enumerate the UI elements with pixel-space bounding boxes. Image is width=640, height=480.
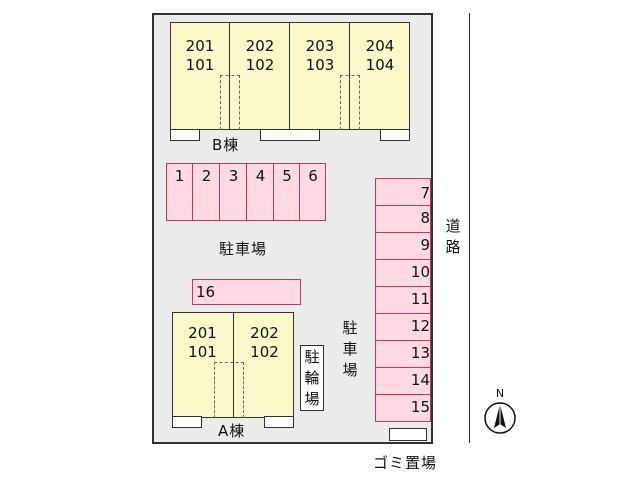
parking-divider xyxy=(219,163,220,221)
parking-column-right xyxy=(375,178,431,422)
bicycle-parking xyxy=(300,345,324,411)
building-a-unit-1[interactable]: 201 101 xyxy=(172,324,233,362)
building-b-unit-4[interactable]: 204 104 xyxy=(350,37,410,75)
stairwell-outline xyxy=(214,362,244,418)
parking-space-15[interactable]: 15 xyxy=(410,398,430,416)
building-b-unit-divider xyxy=(289,22,290,130)
stairwell-outline xyxy=(220,75,240,130)
parking-divider xyxy=(299,163,300,221)
garbage-area xyxy=(389,428,427,441)
parking-right-label: 駐 車 場 xyxy=(342,319,358,379)
building-b-unit-divider xyxy=(349,22,350,130)
building-b xyxy=(170,22,410,130)
unit-number-lower: 101 xyxy=(188,343,217,361)
building-b-unit-3[interactable]: 203 103 xyxy=(290,37,350,75)
parking-space-8[interactable]: 8 xyxy=(420,209,430,227)
parking-space-2[interactable]: 2 xyxy=(201,167,212,185)
parking-space-7[interactable]: 7 xyxy=(420,184,430,202)
unit-number-upper: 201 xyxy=(185,37,215,55)
parking-space-6[interactable]: 6 xyxy=(308,167,318,185)
parking-space-1[interactable]: 1 xyxy=(174,167,185,185)
parking-divider xyxy=(273,163,274,221)
parking-space-12[interactable]: 12 xyxy=(410,317,430,335)
parking-space-3[interactable]: 3 xyxy=(228,167,239,185)
parking-divider xyxy=(192,163,193,221)
bicycle-parking-label: 駐 輪 場 xyxy=(304,348,320,408)
parking-space-5[interactable]: 5 xyxy=(282,167,292,185)
garbage-area-label: ゴミ置場 xyxy=(373,454,438,472)
parking-divider xyxy=(375,286,431,287)
parking-divider xyxy=(375,259,431,260)
parking-space-9[interactable]: 9 xyxy=(420,236,430,254)
unit-number-lower: 101 xyxy=(185,56,215,74)
parking-space-4[interactable]: 4 xyxy=(255,167,266,185)
unit-number-upper: 204 xyxy=(365,37,395,55)
unit-number-upper: 202 xyxy=(250,324,279,342)
unit-number-lower: 104 xyxy=(365,56,395,74)
building-b-unit-2[interactable]: 202 102 xyxy=(230,37,290,75)
building-b-unit-1[interactable]: 201 101 xyxy=(170,37,230,75)
road-edge-line xyxy=(469,13,470,443)
parking-divider xyxy=(375,394,431,395)
entrance-step xyxy=(260,129,320,141)
unit-number-lower: 103 xyxy=(305,56,335,74)
parking-center-label: 駐車場 xyxy=(219,240,268,258)
building-a-label: A棟 xyxy=(218,422,246,440)
stairwell-outline xyxy=(340,75,360,130)
entrance-step xyxy=(170,129,200,141)
parking-space-13[interactable]: 13 xyxy=(410,344,430,362)
entrance-step xyxy=(264,416,294,428)
parking-divider xyxy=(375,205,431,206)
entrance-step xyxy=(380,129,410,141)
compass-icon xyxy=(484,402,516,434)
north-arrow: N xyxy=(483,388,517,438)
unit-number-upper: 201 xyxy=(188,324,217,342)
parking-divider xyxy=(375,340,431,341)
parking-divider xyxy=(375,232,431,233)
unit-number-upper: 202 xyxy=(245,37,275,55)
parking-divider xyxy=(375,367,431,368)
entrance-step xyxy=(172,416,202,428)
building-b-unit-divider xyxy=(229,22,230,130)
unit-number-upper: 203 xyxy=(305,37,335,55)
unit-number-lower: 102 xyxy=(250,343,279,361)
building-a-unit-2[interactable]: 202 102 xyxy=(234,324,295,362)
parking-space-16-box[interactable] xyxy=(192,279,301,305)
parking-space-16: 16 xyxy=(196,283,216,301)
parking-space-10[interactable]: 10 xyxy=(410,263,430,281)
building-a-unit-divider xyxy=(233,312,234,418)
parking-divider xyxy=(246,163,247,221)
parking-divider xyxy=(375,313,431,314)
building-b-label: B棟 xyxy=(212,136,240,154)
road-label: 道 路 xyxy=(445,217,461,256)
parking-space-14[interactable]: 14 xyxy=(410,371,430,389)
parking-space-11[interactable]: 11 xyxy=(410,290,430,308)
north-label: N xyxy=(495,387,505,400)
unit-number-lower: 102 xyxy=(245,56,275,74)
